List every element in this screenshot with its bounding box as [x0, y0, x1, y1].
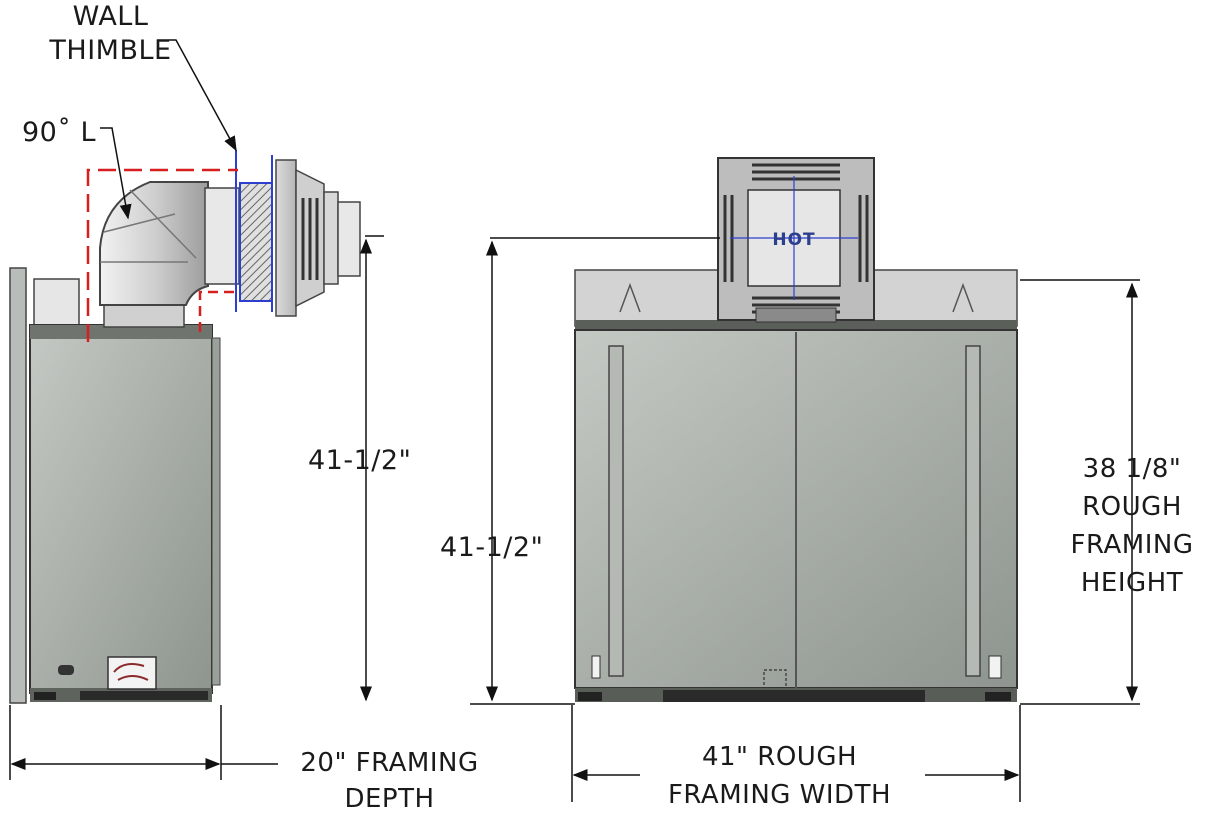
- gas-valve-icon: [113, 663, 149, 681]
- front-switch-right: [988, 655, 1002, 679]
- vent-cap-louvers: [301, 198, 319, 280]
- framing-depth-label: 20" FRAMING DEPTH: [282, 745, 497, 817]
- vent-cap-rim: [323, 191, 339, 285]
- side-foot-right: [80, 691, 208, 700]
- rough-height-line2: ROUGH: [1082, 492, 1182, 522]
- elbow-label: 90˚ L: [22, 117, 96, 148]
- front-right-rail: [965, 345, 981, 677]
- front-foot-left: [578, 692, 602, 701]
- elbow-pipe: [99, 181, 209, 306]
- side-front-edge: [211, 337, 221, 686]
- vent-terminal-louvers-top: [752, 163, 840, 181]
- depth-line1: 20" FRAMING: [300, 748, 479, 778]
- elbow-leader: [100, 127, 132, 220]
- elbow-segment-lines: [100, 189, 197, 263]
- side-foot-left: [34, 692, 56, 700]
- front-foot-right: [985, 692, 1011, 701]
- depth-line2: DEPTH: [344, 784, 435, 814]
- width-line2: FRAMING WIDTH: [667, 780, 892, 810]
- wall-thimble-leader: [157, 39, 237, 152]
- rough-height-line3: FRAMING: [1070, 530, 1194, 560]
- wall-thimble-label-line2: THIMBLE: [49, 35, 172, 66]
- vent-cap-tip: [337, 201, 361, 277]
- clearance-line-lower: [198, 290, 238, 332]
- hot-warning-tag: HOT: [772, 230, 816, 250]
- side-top-box: [33, 278, 80, 326]
- front-height-label: 41-1/2": [440, 532, 544, 563]
- front-top-brackets: [619, 282, 974, 313]
- elbow-collar: [103, 304, 185, 328]
- clearance-line-upper: [86, 168, 238, 342]
- side-body-top-rail: [30, 325, 212, 339]
- side-view: [9, 39, 384, 780]
- vent-cap-flange: [275, 159, 297, 317]
- front-view: [470, 157, 1140, 802]
- rough-framing-width-label: 41" ROUGH FRAMING WIDTH: [632, 738, 927, 814]
- wall-thimble-label: WALL THIMBLE: [28, 0, 193, 68]
- gas-valve-box: [107, 656, 157, 690]
- wall-thimble-label-line1: WALL: [72, 1, 149, 32]
- side-body: [29, 324, 213, 694]
- front-left-rail: [608, 345, 624, 677]
- rough-height-line4: HEIGHT: [1080, 568, 1184, 598]
- rough-height-line1: 38 1/8": [1082, 454, 1182, 484]
- width-line1: 41" ROUGH: [701, 742, 858, 772]
- vent-terminal-base: [755, 307, 837, 323]
- side-back-panel: [9, 267, 27, 704]
- wall-thimble: [239, 182, 273, 302]
- side-height-label: 41-1/2": [308, 445, 412, 476]
- rough-framing-height-label: 38 1/8" ROUGH FRAMING HEIGHT: [1052, 450, 1210, 602]
- front-base-center: [663, 690, 925, 702]
- elbow-outlet: [204, 187, 240, 285]
- side-knob-icon: [58, 665, 74, 675]
- front-switch-left: [591, 655, 601, 679]
